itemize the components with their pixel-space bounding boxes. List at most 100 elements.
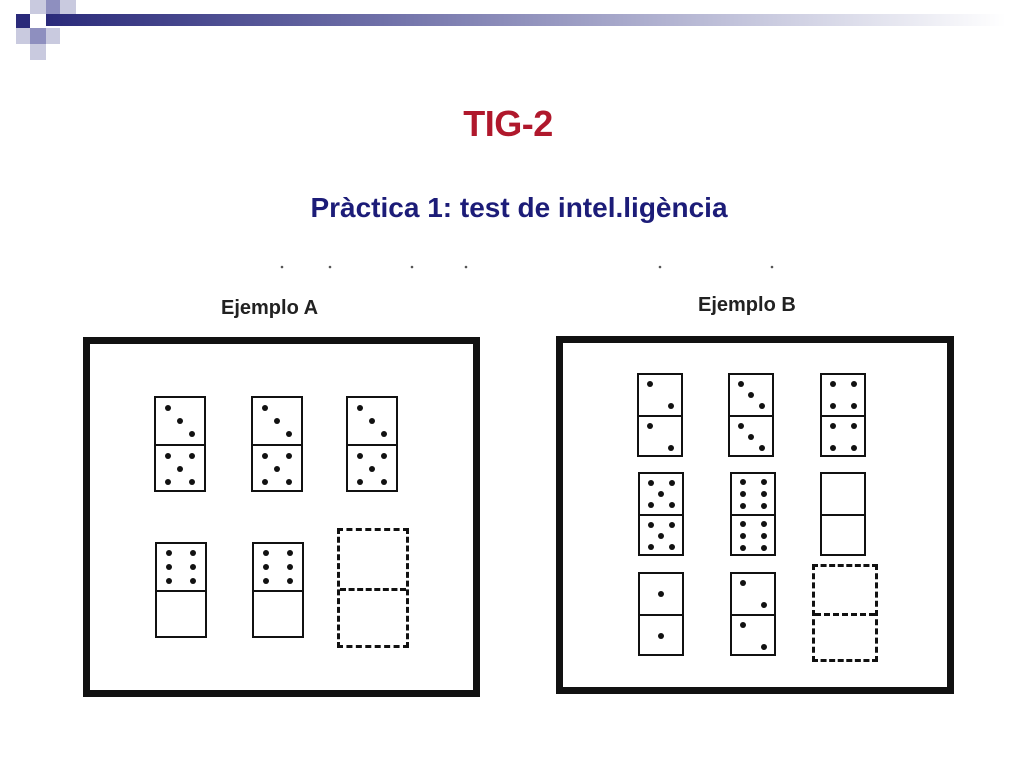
domino-half-top <box>815 567 875 613</box>
domino-pip <box>829 445 836 452</box>
domino-pip <box>658 633 664 639</box>
domino-tile <box>730 472 776 556</box>
domino-pip <box>646 380 653 387</box>
domino-half-top <box>156 398 204 444</box>
domino-pip <box>748 392 754 398</box>
domino-pip <box>850 445 857 452</box>
domino-half-bottom <box>157 590 205 636</box>
domino-half-top <box>253 398 301 444</box>
domino-pip <box>177 418 183 424</box>
domino-pip <box>189 430 195 437</box>
domino-pip <box>165 453 171 460</box>
domino-half-top <box>822 474 864 514</box>
domino-pip <box>262 478 268 485</box>
domino-pip <box>369 466 375 472</box>
domino-pip <box>760 644 767 651</box>
domino-pip <box>829 403 836 410</box>
domino-pip <box>189 453 195 460</box>
decor-square <box>30 28 46 44</box>
decor-square <box>60 0 76 14</box>
slide-title: TIG-2 <box>463 103 553 144</box>
domino-half-bottom <box>732 614 774 654</box>
domino-tile <box>728 373 774 457</box>
domino-pip <box>850 422 857 429</box>
domino-pip <box>737 422 744 429</box>
domino-half-top <box>640 474 682 514</box>
domino-pip <box>739 533 746 539</box>
domino-tile <box>638 472 684 556</box>
domino-half-bottom <box>340 588 406 645</box>
domino-tile <box>252 542 304 638</box>
domino-half-bottom <box>348 444 396 490</box>
domino-pip <box>287 564 293 570</box>
domino-half-bottom <box>815 613 875 659</box>
domino-pip <box>166 577 172 584</box>
domino-half-bottom <box>822 514 864 554</box>
domino-pip <box>357 405 363 412</box>
example-b-label: Ejemplo B <box>698 294 796 316</box>
decor-square <box>16 28 30 44</box>
domino-pip <box>850 380 857 387</box>
domino-half-bottom <box>254 590 302 636</box>
domino-pip <box>647 502 654 509</box>
domino-pip <box>274 466 280 472</box>
decor-square <box>30 0 46 14</box>
domino-pip <box>647 544 654 551</box>
domino-pip <box>760 545 767 551</box>
domino-half-bottom <box>732 514 774 554</box>
domino-pip <box>760 521 767 527</box>
domino-tile <box>638 572 684 656</box>
domino-tile <box>637 373 683 457</box>
domino-pip <box>739 621 746 628</box>
domino-pip <box>166 550 172 557</box>
domino-pip <box>263 564 269 570</box>
header-gradient-bar <box>46 14 1006 26</box>
domino-half-top <box>730 375 772 415</box>
domino-tile <box>730 572 776 656</box>
domino-tile <box>820 472 866 556</box>
domino-pip <box>263 577 269 584</box>
domino-half-top <box>822 375 864 415</box>
domino-half-bottom <box>156 444 204 490</box>
slide-subtitle: Pràctica 1: test de intel.ligència <box>310 192 728 223</box>
decor-square <box>46 0 60 14</box>
domino-pip <box>668 502 675 509</box>
domino-pip <box>850 403 857 410</box>
domino-pip <box>190 550 196 557</box>
domino-half-bottom <box>253 444 301 490</box>
domino-pip <box>274 418 280 424</box>
domino-tile <box>154 396 206 492</box>
domino-pip <box>381 478 387 485</box>
domino-pip <box>739 503 746 509</box>
domino-half-top <box>639 375 681 415</box>
domino-pip <box>658 591 664 597</box>
domino-pip <box>647 479 654 486</box>
domino-pip <box>758 445 765 452</box>
domino-pip <box>739 521 746 527</box>
example-a-label: Ejemplo A <box>221 297 319 319</box>
domino-half-top <box>732 574 774 614</box>
domino-half-bottom <box>822 415 864 455</box>
domino-half-bottom <box>640 614 682 654</box>
domino-pip <box>760 479 767 485</box>
domino-tile <box>251 396 303 492</box>
domino-pip <box>760 533 767 539</box>
domino-pip <box>760 602 767 609</box>
domino-half-bottom <box>640 514 682 554</box>
domino-pip <box>369 418 375 424</box>
domino-tile <box>820 373 866 457</box>
domino-answer-slot[interactable] <box>337 528 409 648</box>
domino-pip <box>658 533 664 539</box>
domino-pip <box>177 466 183 472</box>
domino-half-top <box>348 398 396 444</box>
domino-pip <box>262 405 268 412</box>
domino-pip <box>166 564 172 570</box>
domino-pip <box>739 579 746 586</box>
domino-pip <box>286 453 292 460</box>
domino-pip <box>286 430 292 437</box>
domino-pip <box>262 453 268 460</box>
domino-pip <box>739 491 746 497</box>
domino-pip <box>381 430 387 437</box>
domino-answer-slot[interactable] <box>812 564 878 662</box>
domino-pip <box>263 550 269 557</box>
